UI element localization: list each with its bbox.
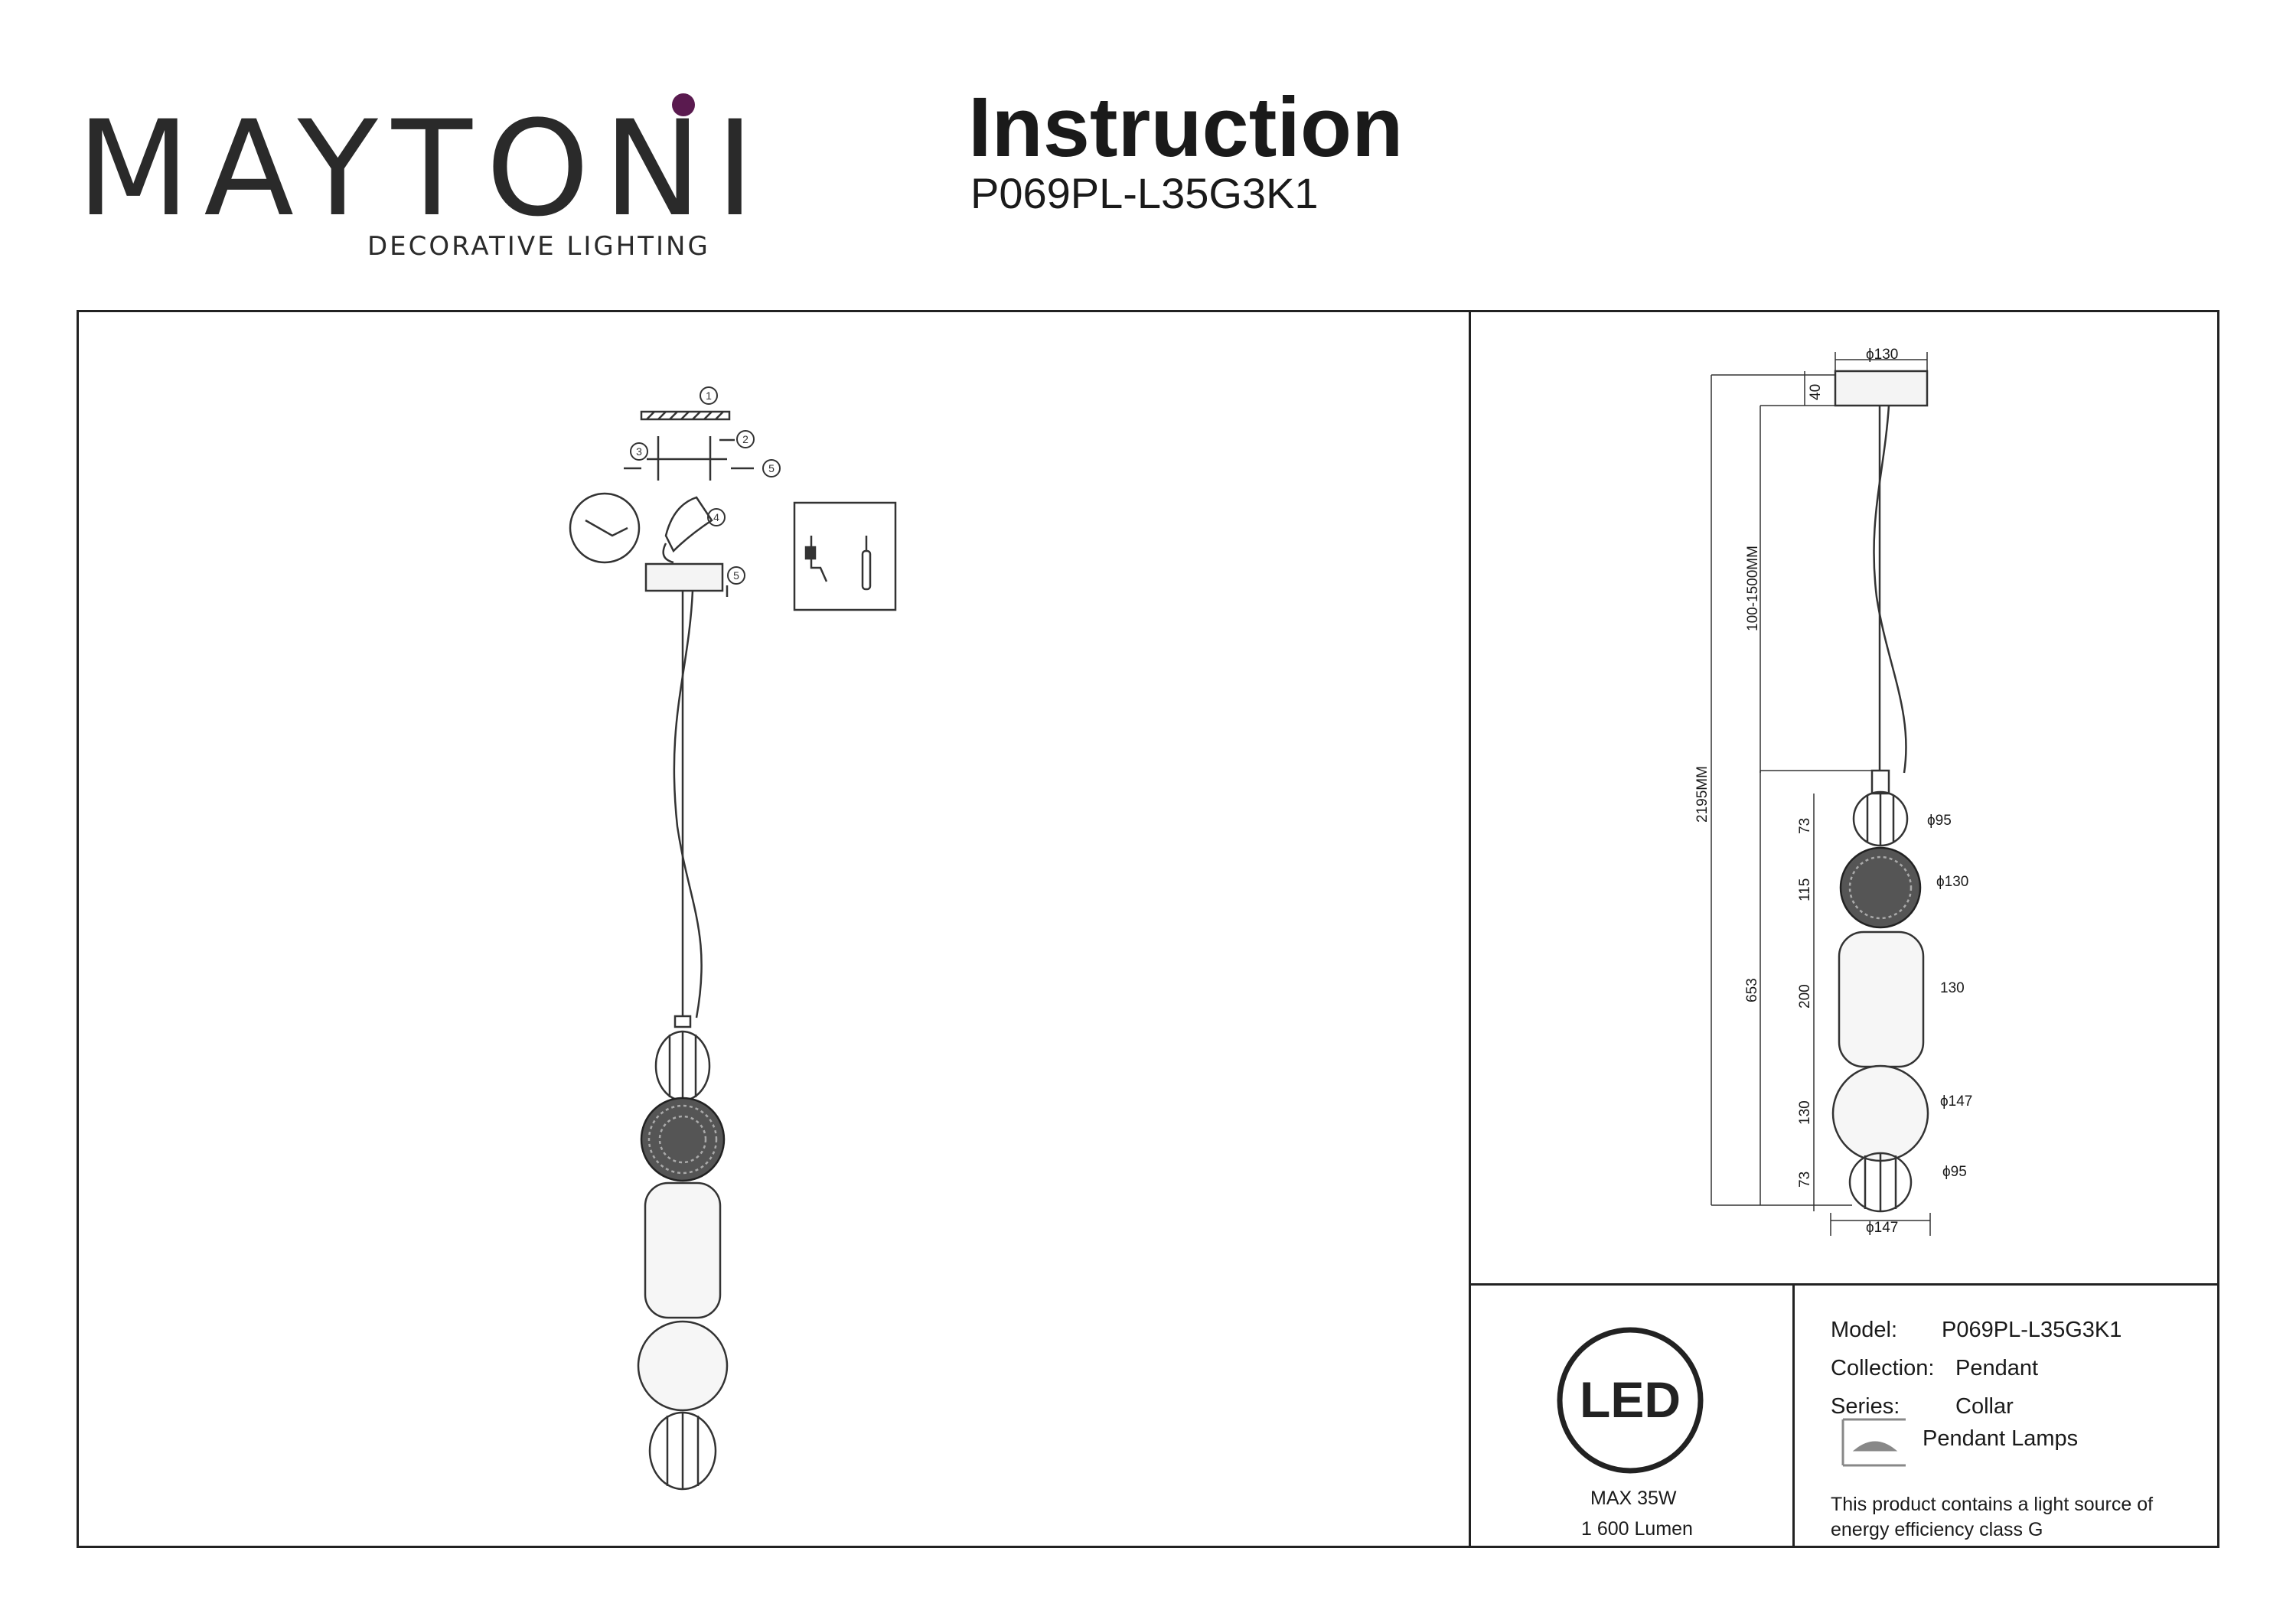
- step-marker-5a: [762, 459, 781, 477]
- dim-canopy-height: 40: [1808, 384, 1824, 400]
- spec-collection-label: Collection:: [1831, 1356, 1935, 1380]
- spec-energy-line2: energy efficiency class G: [1831, 1519, 2043, 1540]
- dim-seg2-diameter: ϕ130: [1936, 874, 1968, 890]
- step-number-5a: 5: [768, 462, 775, 474]
- spec-energy-line1: This product contains a light source of: [1831, 1494, 2154, 1515]
- step-marker-1: [700, 386, 718, 405]
- brand-tagline: DECORATIVE LIGHTING: [367, 231, 710, 262]
- bead-large-sphere: [637, 1320, 729, 1412]
- step-marker-3: [630, 442, 648, 461]
- step-number-4: 4: [713, 511, 719, 523]
- dim-body-height: 653: [1744, 978, 1760, 1002]
- dim-seg3-height: 200: [1797, 984, 1813, 1009]
- brand-logo-wordmark: MAYTONI: [77, 92, 768, 246]
- dim-seg3-diameter: 130: [1940, 980, 1965, 996]
- step-marker-5b: [727, 566, 745, 585]
- brand-logo-dot: [672, 93, 695, 116]
- step-number-3: 3: [636, 445, 642, 458]
- document-model-number: P069PL-L35G3K1: [970, 169, 1319, 217]
- dim-canopy-diameter: ϕ130: [1866, 347, 1898, 363]
- bead-crystal-ball: [640, 1097, 726, 1182]
- document-title: Instruction: [968, 80, 1404, 174]
- dim-seg4-diameter: ϕ147: [1940, 1093, 1972, 1110]
- canopy-drawing: [644, 562, 724, 592]
- dim-canopy: [1834, 370, 1929, 407]
- dim-seg5-height: 73: [1797, 1172, 1813, 1188]
- led-badge-text: LED: [1580, 1371, 1681, 1428]
- ceiling-hatch: [640, 410, 731, 421]
- dim-seg4-height: 130: [1797, 1100, 1813, 1125]
- frame-divider-horizontal: [1469, 1283, 2219, 1286]
- dim-bottom-diameter: ϕ147: [1866, 1220, 1898, 1236]
- step-number-2: 2: [742, 433, 748, 445]
- dim-seg1-height: 73: [1797, 818, 1813, 834]
- frame-divider-vertical: [1469, 310, 1471, 1548]
- step-number-1: 1: [706, 389, 712, 402]
- spec-series-label: Series:: [1831, 1394, 1900, 1419]
- spec-type-value: Pendant Lamps: [1923, 1426, 2079, 1451]
- spec-series-value: Collar: [1955, 1394, 2014, 1419]
- spec-model-label: Model:: [1831, 1318, 1898, 1342]
- led-badge-circle: [1557, 1327, 1704, 1474]
- step-number-5b: 5: [733, 569, 739, 582]
- dim-cable-length: 100-1500MM: [1745, 546, 1761, 631]
- step-marker-2: [736, 430, 755, 448]
- step-marker-4: [707, 508, 726, 526]
- main-frame: [77, 310, 2219, 1548]
- led-lumen: 1 600 Lumen: [1581, 1518, 1693, 1540]
- spec-collection-value: Pendant: [1955, 1356, 2039, 1380]
- dim-seg1-diameter: ϕ95: [1927, 813, 1952, 829]
- spec-model-value: P069PL-L35G3K1: [1942, 1318, 2122, 1342]
- connector-inset: [793, 501, 897, 611]
- bead-cylinder: [644, 1181, 722, 1319]
- dim-seg2-height: 115: [1797, 878, 1813, 901]
- dim-total-height: 2195MM: [1694, 766, 1711, 823]
- spec-divider-vertical: [1792, 1283, 1795, 1548]
- led-power: MAX 35W: [1590, 1488, 1677, 1509]
- dim-seg5-diameter: ϕ95: [1942, 1164, 1967, 1180]
